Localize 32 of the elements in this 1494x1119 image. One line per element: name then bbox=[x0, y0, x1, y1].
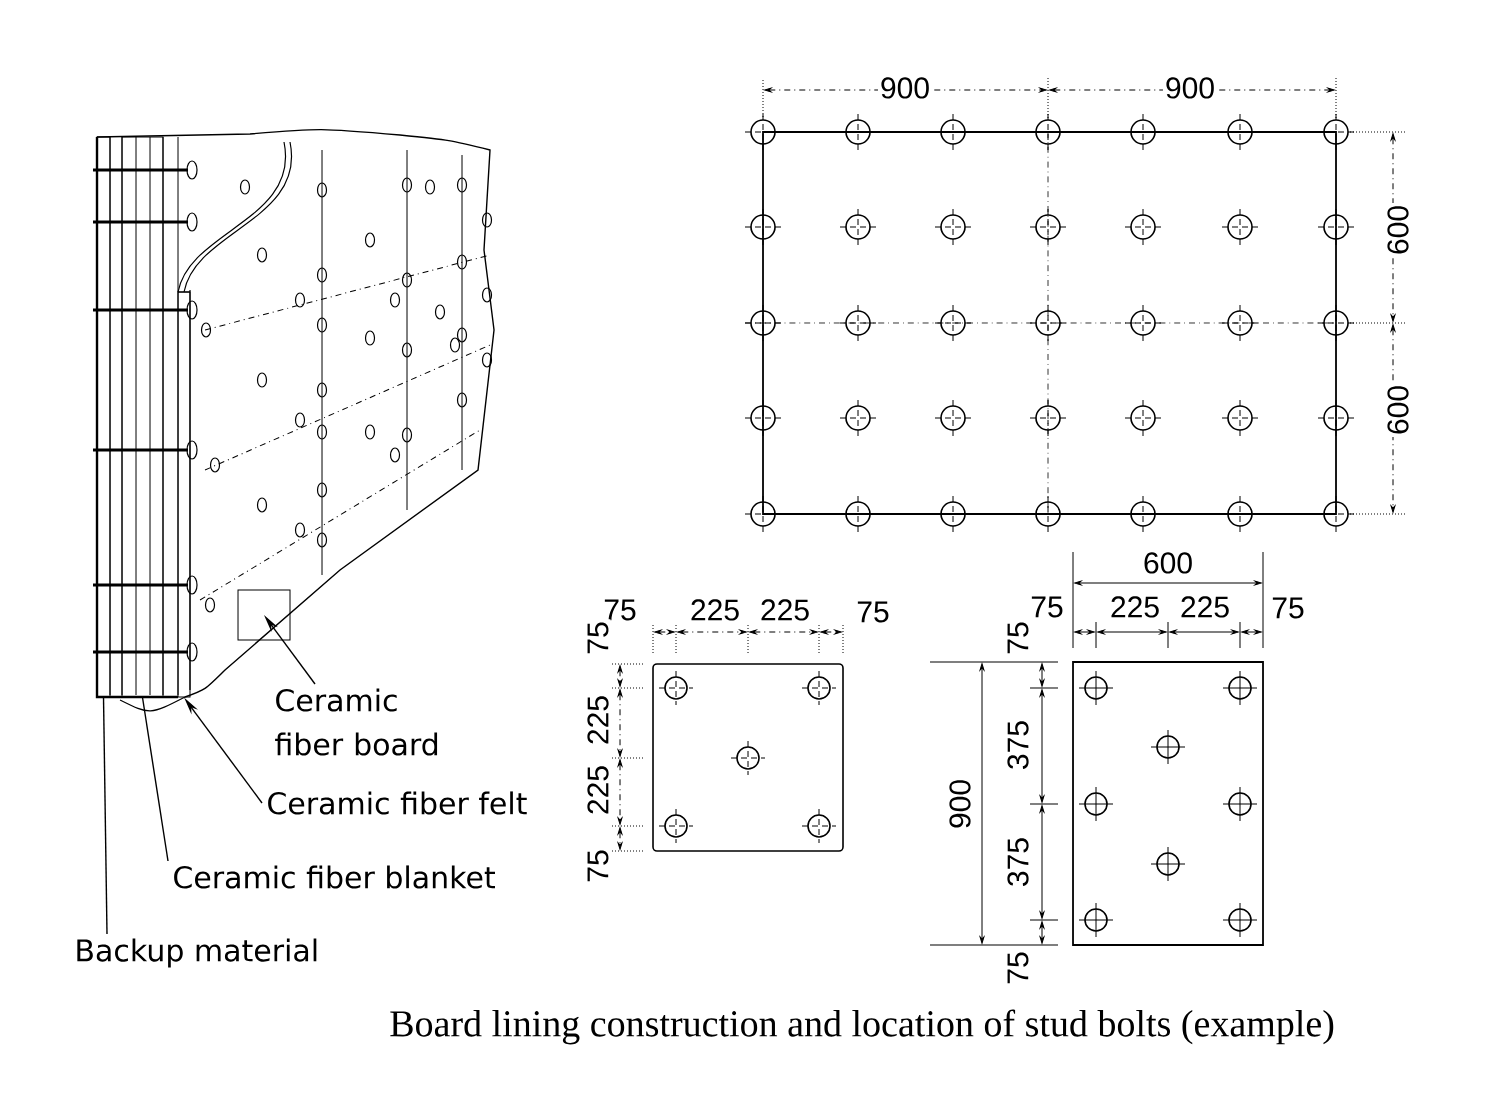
dimension-label: 75 bbox=[585, 847, 611, 885]
dimension-label: 600 bbox=[1385, 202, 1411, 258]
leader-line bbox=[102, 696, 108, 935]
dimension-label: 75 bbox=[1269, 595, 1307, 621]
caption: Board lining construction and location of stud bolts (example) bbox=[390, 1009, 1334, 1045]
felt-layer bbox=[177, 291, 191, 698]
dimension-label: 600 bbox=[1141, 550, 1196, 576]
callout-label: Ceramic fiber board bbox=[275, 688, 438, 756]
dimension-label: 600 bbox=[1385, 382, 1411, 437]
dimension-label: 75 bbox=[1005, 619, 1031, 657]
dimension-label: 75 bbox=[1028, 594, 1066, 620]
dimension-label: 225 bbox=[758, 597, 813, 623]
dimension-label: 900 bbox=[878, 75, 933, 101]
blanket-layer bbox=[121, 136, 164, 698]
dimension-label: 225 bbox=[585, 762, 611, 818]
dimension-label: 225 bbox=[1178, 594, 1233, 620]
dimension-label: 75 bbox=[1005, 949, 1031, 987]
dimension-label: 225 bbox=[688, 597, 743, 623]
dimension-label: 225 bbox=[1108, 594, 1163, 620]
callout-label: Ceramic fiber felt bbox=[268, 791, 527, 815]
leader-line bbox=[141, 696, 169, 862]
dimension-label: 375 bbox=[1005, 717, 1031, 773]
callout-label: Ceramic fiber blanket bbox=[174, 865, 495, 889]
dimension-label: 375 bbox=[1005, 834, 1031, 890]
dimension-label: 75 bbox=[585, 619, 611, 657]
dimension-label: 900 bbox=[1163, 75, 1218, 101]
backup-layer bbox=[96, 136, 111, 698]
callout-label: Backup material bbox=[77, 938, 317, 968]
dimension-label: 900 bbox=[947, 776, 973, 831]
dimension-label: 75 bbox=[854, 599, 892, 625]
dimension-label: 225 bbox=[585, 692, 611, 747]
board-face bbox=[237, 589, 291, 641]
